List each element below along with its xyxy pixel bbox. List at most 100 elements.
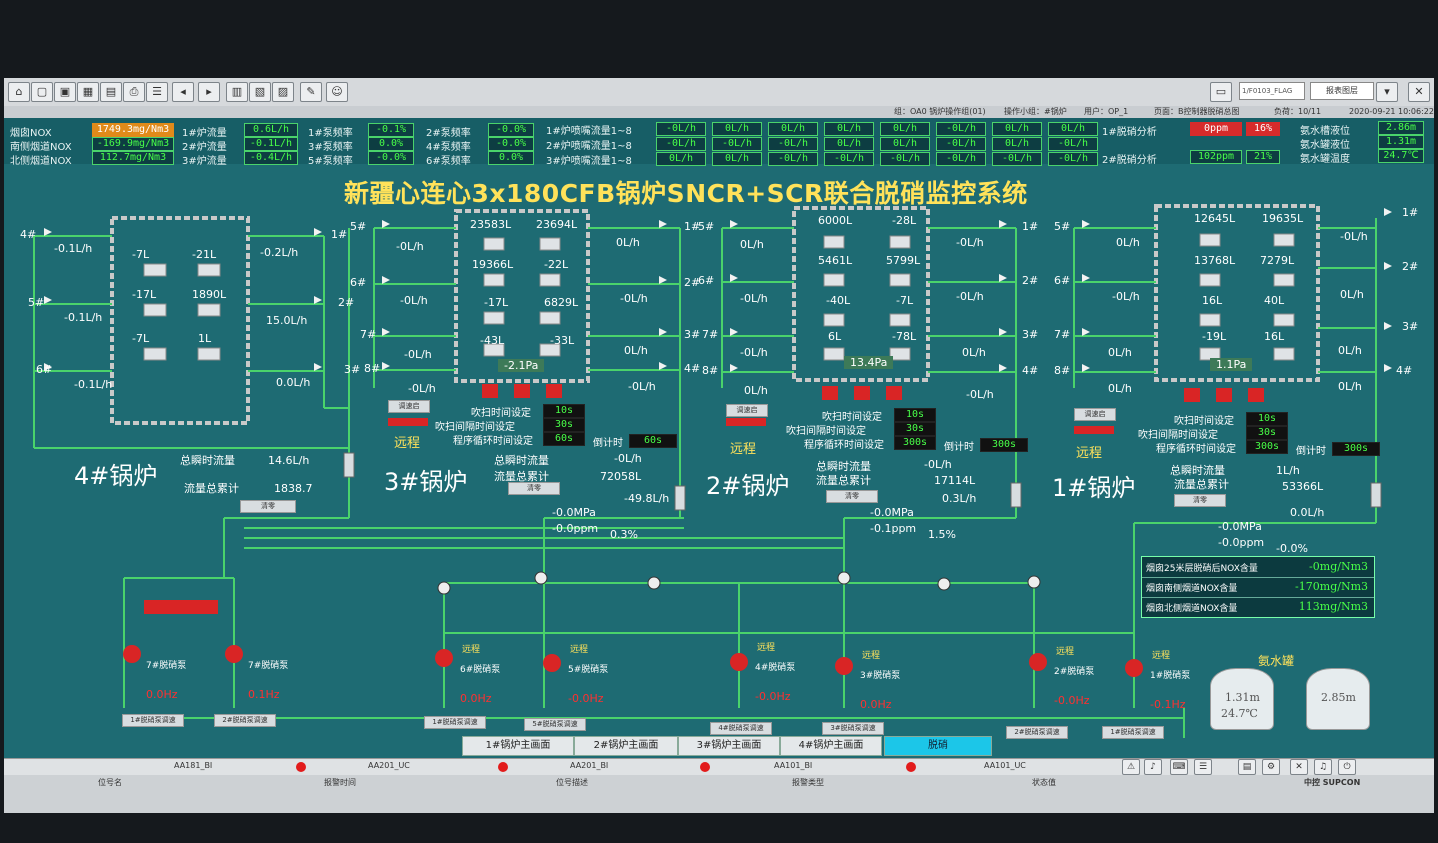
nozzle-flow-value: -0L/h [768,137,818,151]
pump-frequency: -0.0Hz [568,692,604,705]
brand-logo: 中控 SUPCON [1304,778,1361,787]
nox-value: -169.9mg/Nm3 [92,137,174,151]
nox-value: 112.7mg/Nm3 [92,151,174,165]
reset-button[interactable]: 清零 [240,500,296,513]
nav-boiler-4[interactable]: 4#锅炉主画面 [780,736,882,756]
alarm-tag[interactable]: AA201_UC [368,761,410,770]
chevron-down-icon[interactable]: ▾ [1376,82,1398,102]
cycle-time-value: 60s [543,432,585,446]
status-line: 组：OA0 锅炉操作组(01) 操作小组：#锅炉 用户：OP_1 页面：B控制器… [4,106,1434,118]
remote-start-button[interactable]: 调速启 [388,400,430,413]
hmi-screen: ⌂ ▢ ▣ ▦ ▤ ⎙ ☰ ◂ ▸ ▥ ▧ ▨ ✎ ☺ ▭ 1/F0103_FL… [4,78,1434,813]
pump-speed-button[interactable]: 3#脱硝泵调速 [822,722,884,735]
grid-icon[interactable]: ▦ [77,82,99,102]
boiler-inner-volume: -43L [480,334,505,347]
countdown-label: 倒计时 [593,438,623,449]
arrow-left-icon[interactable]: ◂ [172,82,194,102]
alarm-tag[interactable]: AA101_UC [984,761,1026,770]
nav-denitration[interactable]: 脱硝 [884,736,992,756]
chat-icon[interactable]: ✎ [300,82,322,102]
book-icon[interactable]: ▨ [272,82,294,102]
footer-col: 位号名 [98,778,122,787]
footer-col: 状态值 [1032,778,1056,787]
remote-start-button[interactable]: 调速启 [1074,408,1116,421]
purge-interval-label: 吹扫间隔时间设定 [1138,430,1218,441]
nox-label: 烟囱NOX [10,128,52,139]
pump-speed-button[interactable]: 1#脱硝泵调速 [424,716,486,729]
pump-speed-button[interactable]: 1#脱硝泵调速 [1102,726,1164,739]
flow-value: 0.6L/h [244,123,298,137]
page-icon[interactable]: ▧ [249,82,271,102]
nozzle-number: 2# [1022,274,1039,287]
arrow-right-icon[interactable]: ▸ [198,82,220,102]
reset-button[interactable]: 清零 [826,490,878,503]
nozzle-number: 5# [1054,220,1071,233]
print-icon[interactable]: ⎙ [123,82,145,102]
countdown-value: 60s [629,434,677,448]
alarm-sound-icon[interactable]: ♪ [1144,759,1162,775]
logo-icon[interactable]: ✕ [1408,82,1430,102]
pump-freq-label: 5#泵频率 [308,156,353,167]
remote-start-button[interactable]: 调速启 [726,404,768,417]
pump-speed-button[interactable]: 2#脱硝泵调速 [214,714,276,727]
pump-speed-button[interactable]: 5#脱硝泵调速 [524,718,586,731]
user-icon[interactable]: ☺ [326,82,348,102]
view-select[interactable]: 报表图层 [1310,82,1374,100]
flow-label: 2#炉流量 [182,142,227,153]
header-flow-rate: 0.3L/h [942,492,977,505]
nozzle-flow: -0L/h [956,290,984,303]
pump-speed-button[interactable]: 4#脱硝泵调速 [710,722,772,735]
flow-value: -0.1L/h [244,137,298,151]
bell-icon[interactable]: ♫ [1314,759,1332,775]
page-icon[interactable]: ▥ [226,82,248,102]
purge-time-label: 吹扫时间设定 [471,408,531,419]
purge-time-value: 10s [543,404,585,418]
boiler-inner-volume: -33L [550,334,575,347]
power-icon[interactable]: ⏻ [1338,759,1356,775]
list-icon[interactable]: ☰ [146,82,168,102]
keyboard-icon[interactable]: ⌨ [1170,759,1188,775]
pump-speed-button[interactable]: 2#脱硝泵调速 [1006,726,1068,739]
pump-speed-button[interactable]: 1#脱硝泵调速 [122,714,184,727]
alarm-filter-icon[interactable]: ⚠ [1122,759,1140,775]
nozzle-number: 8# [364,362,381,375]
boiler-inner-volume: 23694L [536,218,578,231]
alarm-tag[interactable]: AA101_BI [774,761,813,770]
alarm-tag[interactable]: AA201_BI [570,761,609,770]
nav-boiler-3[interactable]: 3#锅炉主画面 [678,736,780,756]
boiler-inner-volume: 40L [1264,294,1285,307]
nozzle-flow: -0L/h [1112,290,1140,303]
pump-mode: 远程 [1152,651,1171,661]
nozzle-flow: 0L/h [1338,380,1362,393]
nozzle-flow-value: 0L/h [992,122,1042,136]
boiler-2-name: 2#锅炉 [706,472,790,500]
nav-boiler-1[interactable]: 1#锅炉主画面 [462,736,574,756]
grid-icon[interactable]: ▤ [100,82,122,102]
header-pressure: -0.0MPa [1218,520,1262,533]
ammonia-tank-left: 1.31m 24.7℃ [1210,668,1274,730]
header-pressure: -0.0MPa [870,506,914,519]
terminal-icon[interactable]: ▭ [1210,82,1232,102]
reset-button[interactable]: 清零 [508,482,560,495]
settings-icon[interactable]: ⚙ [1262,759,1280,775]
nozzle-number: 5# [350,220,367,233]
reset-button[interactable]: 清零 [1174,494,1226,507]
window-icon[interactable]: ▢ [31,82,53,102]
home-icon[interactable]: ⌂ [8,82,30,102]
list-icon[interactable]: ☰ [1194,759,1212,775]
mute-icon[interactable]: ✕ [1290,759,1308,775]
remote-mode-label: 远程 [394,436,421,451]
nozzle-number: 2# [338,296,355,309]
boiler-inner-volume: -7L [896,294,914,307]
cycle-time-label: 程序循环时间设定 [453,436,533,447]
tag-field[interactable]: 1/F0103_FLAG [1239,82,1305,100]
document-icon[interactable]: ▤ [1238,759,1256,775]
nav-boiler-2[interactable]: 2#锅炉主画面 [574,736,678,756]
window-icon[interactable]: ▣ [54,82,76,102]
nozzle-flow: 0L/h [740,238,764,251]
nozzle-flow: 0L/h [962,346,986,359]
countdown-value: 300s [1332,442,1380,456]
nozzle-number: 4# [1022,364,1039,377]
alarm-tag[interactable]: AA181_BI [174,761,213,770]
boiler-inner-volume: -28L [892,214,917,227]
